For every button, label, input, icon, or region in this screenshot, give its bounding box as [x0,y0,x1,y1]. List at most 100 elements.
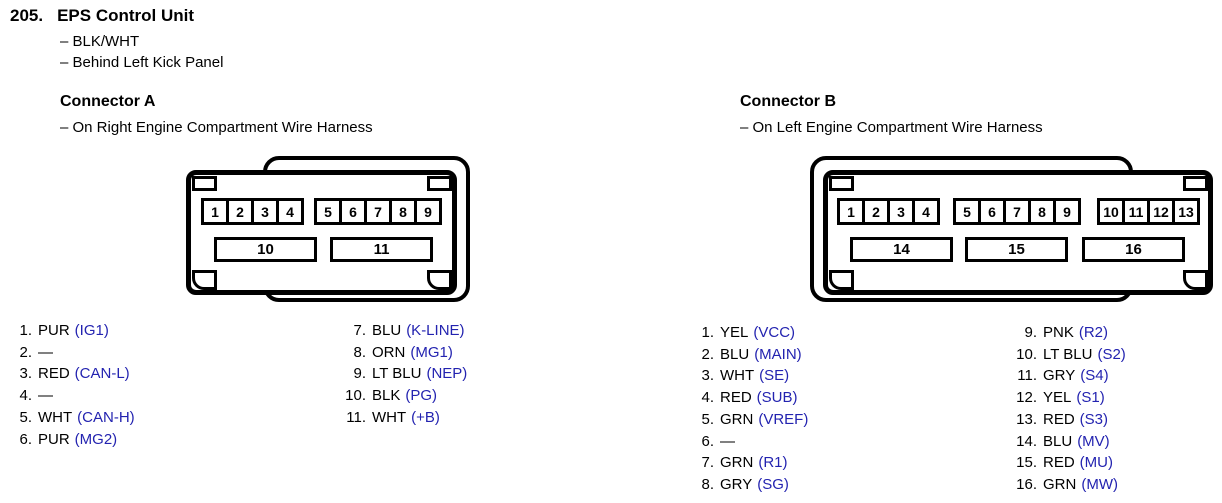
cavity-15: 15 [965,237,1068,262]
connector-b-pin-list-col-2: 9.PNK(R2)10.LT BLU(S2)11.GRY(S4)12.YEL(S… [1010,322,1126,496]
signal-name: (MU) [1079,454,1113,472]
wire-color: GRN [720,410,754,428]
pin-row: 4.RED(SUB) [697,387,808,409]
pin-number: 9. [1024,324,1037,341]
wire-color: BLK [372,387,401,405]
pin-row: 9.LT BLU(NEP) [340,363,467,385]
pin-row: 7. GRN(R1) [697,452,808,474]
signal-name: (MG1) [410,343,453,361]
connector-a-corner-tab-top-left [192,176,217,191]
pin-number: 3. [701,367,714,385]
wire-color: GRY [720,475,753,493]
signal-name: (S3) [1079,410,1109,428]
signal-name: (S2) [1097,345,1126,363]
pin-row: 12.YEL(S1) [1010,387,1126,409]
pin-row: 3.RED(CAN-L) [10,363,135,385]
connector-b-note: – On Left Engine Compartment Wire Harnes… [740,119,1043,136]
wire-color: LT BLU [372,365,422,383]
signal-name: (R1) [758,454,788,472]
connector-b-corner-tab-bottom-left [829,270,854,290]
connector-a-note: – On Right Engine Compartment Wire Harne… [60,119,373,136]
wire-color: PUR [38,430,70,448]
pin-number: 6. [701,432,714,450]
connector-a-corner-tab-top-right [427,176,452,191]
pin-number: 2. [19,343,32,361]
connector-b-cavity-group-5: 15 [965,237,1068,262]
cavity-12: 12 [1147,198,1175,225]
connector-a-shell-front [186,170,457,295]
pin-row: 8.ORN(MG1) [340,342,467,364]
wire-color: PUR [38,322,70,339]
cavity-7: 7 [364,198,392,225]
cavity-6: 6 [339,198,367,225]
pin-row: 11. GRY(S4) [1010,365,1126,387]
pin-number: 4. [19,387,32,405]
cavity-4: 4 [912,198,940,225]
cavity-14: 14 [850,237,953,262]
connector-a-title: Connector A [60,93,156,110]
pin-row: 15.RED(MU) [1010,452,1126,474]
item-title: EPS Control Unit [57,6,195,25]
wire-color: — [38,387,53,405]
pin-row: 8.GRY(SG) [697,474,808,496]
pin-number: 7. [701,454,714,472]
wire-color: LT BLU [1043,345,1093,363]
signal-name: (SE) [759,367,790,385]
pin-row: 5.WHT(CAN-H) [10,407,135,429]
wire-color: PNK [1043,324,1074,341]
connector-b-title: Connector B [740,93,836,110]
signal-name: (MV) [1077,432,1110,450]
cavity-11: 11 [330,237,433,262]
cavity-1: 1 [201,198,229,225]
connector-b-shell-front [823,170,1213,295]
wire-color: RED [720,389,752,407]
cavity-13: 13 [1172,198,1200,225]
pin-number: 11. [1017,367,1037,385]
cavity-8: 8 [1028,198,1056,225]
cavity-2: 2 [226,198,254,225]
wire-color: WHT [720,367,755,385]
signal-name: (S4) [1080,367,1109,385]
connector-b-cavity-group-6: 16 [1082,237,1185,262]
pin-number: 10. [1016,345,1037,363]
wire-color: RED [38,365,70,383]
wire-color: GRY [1043,367,1076,385]
pin-number: 13. [1016,410,1037,428]
pin-number: 14. [1016,432,1037,450]
pin-number: 1. [19,322,32,339]
wire-color: GRN [720,454,754,472]
connector-a-corner-tab-bottom-left [192,270,217,290]
cavity-7: 7 [1003,198,1031,225]
cavity-5: 5 [314,198,342,225]
cavity-8: 8 [389,198,417,225]
signal-name: (K-LINE) [406,322,465,339]
pin-number: 5. [19,408,32,426]
wire-color: WHT [372,408,407,426]
pin-row: 1.PUR(IG1) [10,320,135,342]
pin-row: 13.RED(S3) [1010,409,1126,431]
signal-name: (CAN-H) [77,408,135,426]
pin-row: 4. — [10,385,135,407]
pin-number: 11. [346,408,366,426]
connector-a-pin-list-col-1: 1.PUR(IG1)2.—3.RED(CAN-L)4.—5.WHT(CAN-H)… [10,320,135,450]
signal-name: (SUB) [756,389,798,407]
pin-row: 10.BLK(PG) [340,385,467,407]
pin-row: 10. LT BLU(S2) [1010,344,1126,366]
cavity-4: 4 [276,198,304,225]
pin-number: 9. [353,365,366,383]
connector-b-cavity-group-4: 14 [850,237,953,262]
wire-color: BLU [1043,432,1073,450]
pin-row: 6.— [697,431,808,453]
connector-b-corner-tab-top-left [829,176,854,191]
signal-name: (MAIN) [754,345,802,363]
pin-number: 7. [353,322,366,339]
pin-number: 10. [345,387,366,405]
signal-name: (CAN-L) [74,365,130,383]
connector-b-corner-tab-bottom-right [1183,270,1208,290]
cavity-3: 3 [251,198,279,225]
